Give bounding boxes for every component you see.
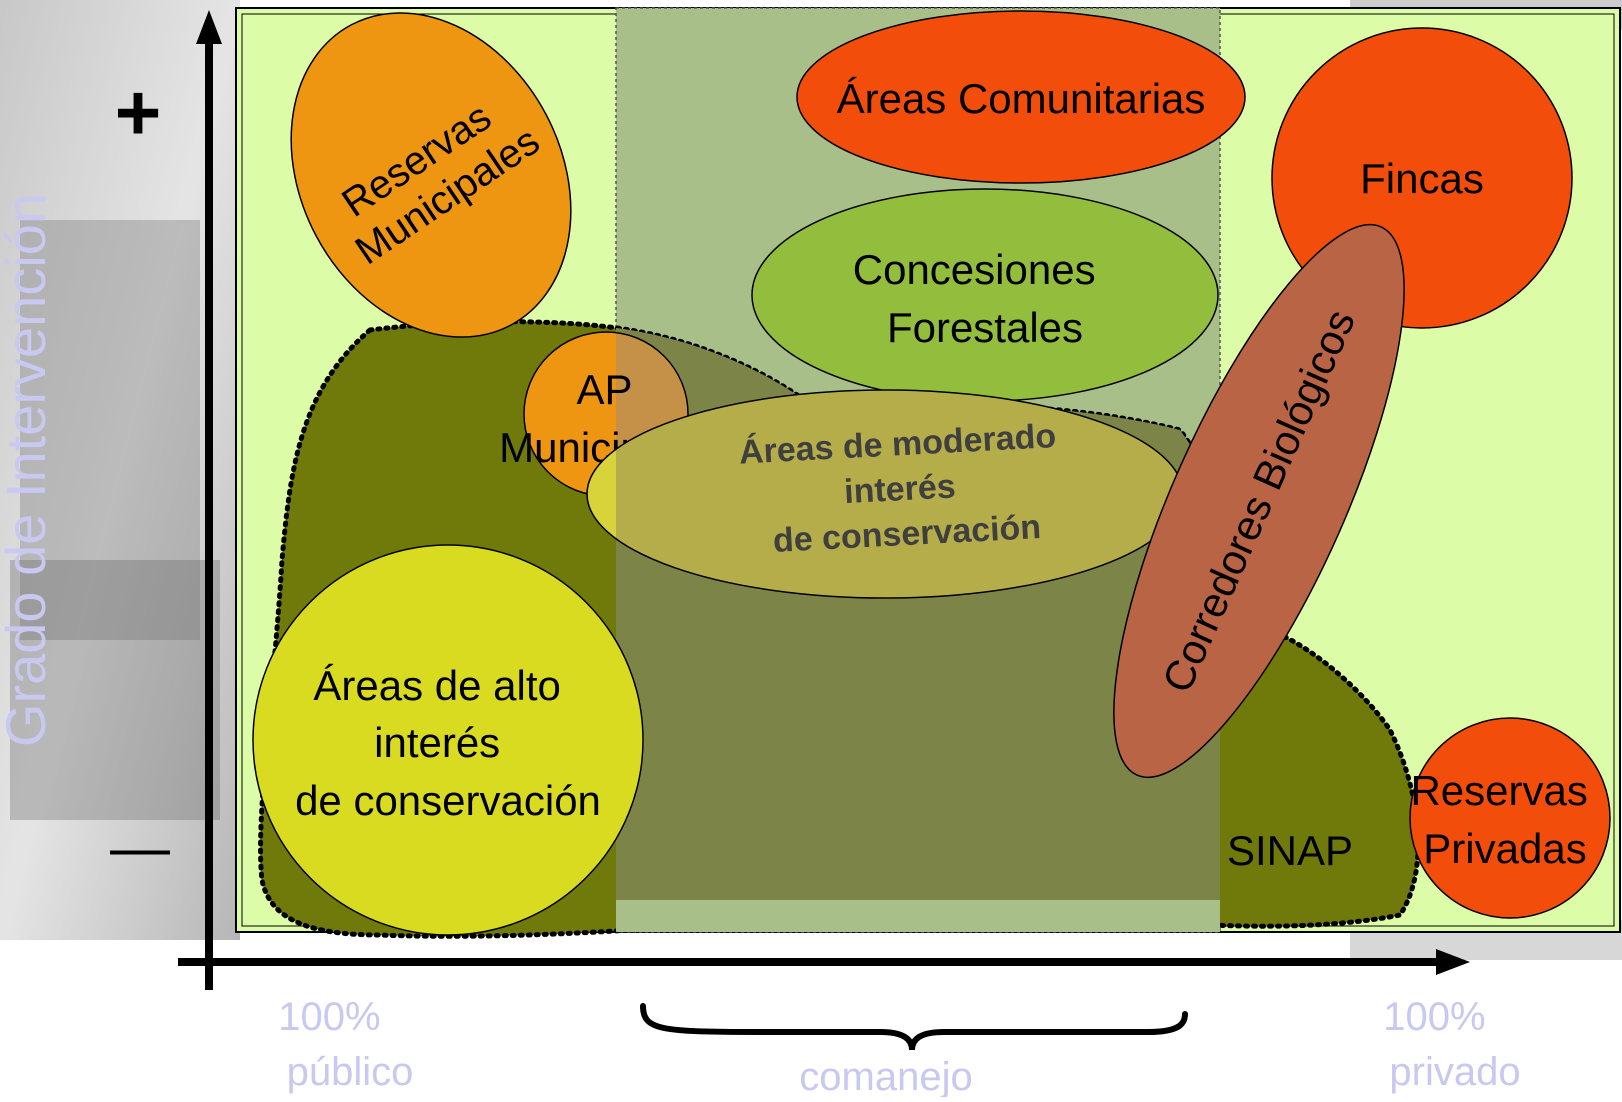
background-photo-collage <box>0 0 1622 960</box>
reservas-privadas-label: Reservas Privadas <box>1410 767 1599 872</box>
y-axis <box>196 10 222 990</box>
areas-comunitarias-label: Áreas Comunitarias <box>837 75 1206 122</box>
reservas-privadas-circle <box>1409 717 1611 919</box>
areas-alto-label: Áreas de alto interés de conservación <box>295 662 601 824</box>
concesiones-forestales-ellipse <box>751 188 1219 402</box>
y-axis-plus: + <box>115 68 162 157</box>
concesiones-forestales-label: Concesiones Forestales <box>853 246 1107 351</box>
sinap-label: SINAP <box>1227 827 1353 874</box>
fincas-label: Fincas <box>1360 155 1484 202</box>
reservas-municipales-ellipse <box>290 12 572 338</box>
x-label-publico: 100% público <box>278 995 413 1094</box>
x-label-comanejo: comanejo <box>799 1055 972 1097</box>
areas-comunitarias-ellipse <box>796 10 1246 184</box>
comanejo-brace <box>640 1003 1188 1051</box>
y-axis-label: Grado de Intervención <box>0 193 57 747</box>
x-label-privado: 100% privado <box>1383 995 1520 1094</box>
corredores-biologicos-ellipse <box>1113 223 1405 779</box>
x-axis <box>178 949 1470 975</box>
y-axis-minus: — <box>110 814 170 881</box>
areas-alto-circle <box>252 544 644 936</box>
